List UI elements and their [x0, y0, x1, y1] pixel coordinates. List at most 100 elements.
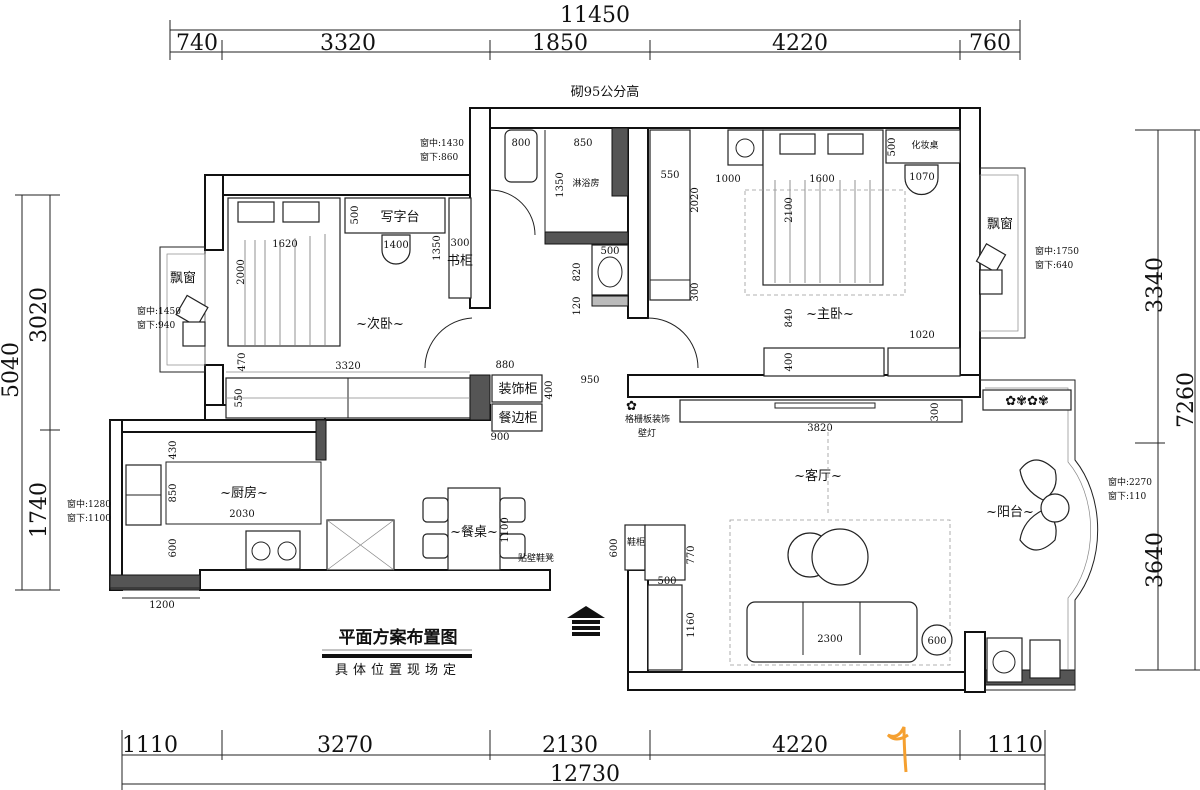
dim-1350-desk: 1350	[432, 235, 443, 260]
corridor-cabinets: 装饰柜 餐边柜 880 950 400 900	[490, 360, 599, 443]
stove	[245, 530, 301, 570]
washing-machine	[986, 637, 1023, 683]
plan-title: 平面方案布置图	[339, 627, 458, 648]
dresser	[885, 129, 961, 164]
tv-cabinet-master	[763, 347, 885, 377]
master-bedroom: 550 2020 300 1000 1600 2100 化妆桌 500 1070…	[647, 129, 961, 377]
dim-left-2: 1740	[27, 482, 52, 538]
window-5-sill: 窗下:110	[1108, 490, 1146, 502]
dim-3820: 3820	[807, 423, 832, 434]
dim-1020: 1020	[909, 330, 934, 341]
dim-470: 470	[237, 352, 248, 371]
dim-950: 950	[580, 375, 599, 386]
dim-1600: 1600	[809, 174, 834, 185]
kitchen-label: ~厨房~	[220, 485, 268, 501]
dim-bottom-4: 4220	[772, 733, 828, 758]
bathroom: 砌95公分高 窗中:1430 窗下:860 800 850 1350 淋浴房 5…	[420, 84, 639, 316]
bottom-dimensions: 1110 3270 2130 4220 1110 12730	[121, 730, 1046, 790]
dim-300-tv: 300	[930, 402, 941, 421]
right-dimensions: 3340 3640 7260	[1135, 129, 1200, 671]
dim-1000: 1000	[715, 174, 740, 185]
window-2-center: 窗中:1450	[137, 305, 181, 317]
dim-right-2: 3640	[1143, 532, 1168, 588]
dim-120: 120	[572, 296, 583, 315]
dim-400-master: 400	[784, 352, 795, 371]
balcony: ✿✾✿✾ ~阳台~ 窗中:2270 窗下:110	[982, 389, 1152, 551]
dim-600-side-table: 600	[927, 636, 946, 647]
dim-2030: 2030	[229, 509, 254, 520]
dim-550-master: 550	[660, 170, 679, 181]
window-4-center: 窗中:1280	[67, 498, 111, 510]
dim-1350-shower: 1350	[555, 172, 566, 197]
shower-label: 淋浴房	[572, 177, 599, 189]
dim-850-kitchen: 850	[168, 483, 179, 502]
bay-window-right-label: 飘窗	[987, 216, 1013, 232]
dim-3320-inner: 3320	[335, 361, 360, 372]
dim-840: 840	[784, 308, 795, 327]
wall-lamp-icon: ✿	[626, 399, 637, 414]
dining-label: ~餐桌~	[450, 524, 498, 540]
bay-window-right: 飘窗	[975, 167, 1026, 339]
top-dimensions: 11450 740 3320 1850 4220 760	[169, 3, 1021, 60]
dim-550-wardrobe: 550	[234, 388, 245, 407]
top-note: 砌95公分高	[571, 84, 640, 100]
second-bedroom-label: ~次卧~	[356, 316, 404, 332]
dim-bottom-1: 1110	[122, 733, 178, 758]
window-3-sill: 窗下:640	[1035, 259, 1073, 271]
master-bedroom-label: ~主卧~	[806, 307, 854, 322]
dim-500-basin: 500	[600, 246, 619, 257]
tv-wall-cabinet	[679, 399, 963, 423]
living-room-label: ~客厅~	[794, 468, 842, 484]
bath-door-swing	[489, 189, 536, 236]
desk	[344, 197, 446, 234]
dim-500-dresser: 500	[887, 137, 898, 156]
bookcase-label-1: 书柜	[447, 254, 473, 269]
dining-table	[447, 487, 501, 571]
dim-800: 800	[511, 138, 530, 149]
window-5-center: 窗中:2270	[1108, 476, 1152, 488]
window-1-center: 窗中:1430	[420, 137, 464, 149]
dim-2020: 2020	[690, 187, 701, 212]
dim-600-kitchen: 600	[168, 538, 179, 557]
window-2-sill: 窗下:940	[137, 319, 175, 331]
dim-2300: 2300	[817, 634, 842, 645]
left-dimensions: 5040 3020 1740	[0, 194, 60, 591]
window-4-sill: 窗下:1100	[67, 512, 111, 524]
dim-top-4: 4220	[772, 31, 828, 56]
second-bedroom: 1620 2000 写字台 500 1400 300 书柜 1350 ~次卧~ …	[225, 197, 473, 419]
wall-lamp-label-1: 格栅板装饰	[625, 413, 670, 425]
wall-lamp-label-2: 壁灯	[638, 427, 656, 439]
coffee-table	[811, 528, 869, 586]
decor-cabinet-label: 装饰柜	[498, 382, 537, 397]
dim-left-total: 5040	[0, 342, 24, 398]
balcony-inner-line	[985, 387, 1091, 670]
title-block: 平面方案布置图 具体位置现场定	[322, 627, 472, 678]
dim-right-total: 7260	[1174, 372, 1199, 428]
kitchen: 窗中:1280 窗下:1100 430 850 ~厨房~ 2030 600 12…	[67, 440, 395, 611]
balcony-label: ~阳台~	[986, 505, 1034, 520]
dim-880: 880	[495, 360, 514, 371]
bookcase	[448, 197, 472, 299]
dim-bottom-2: 3270	[317, 733, 373, 758]
dim-1620: 1620	[272, 239, 297, 250]
dim-1070: 1070	[909, 172, 934, 183]
shoe-bench-label: 贴壁鞋凳	[518, 552, 554, 564]
master-bed	[762, 129, 884, 286]
plan-subtitle: 具体位置现场定	[335, 663, 461, 678]
dining: ~餐桌~ 1100 贴壁鞋凳	[422, 487, 554, 571]
dim-820: 820	[572, 262, 583, 281]
dim-1160: 1160	[686, 612, 697, 637]
dim-top-total: 11450	[560, 3, 630, 28]
dim-900: 900	[490, 432, 509, 443]
dim-1400: 1400	[383, 240, 408, 251]
dim-top-1: 740	[176, 31, 218, 56]
dim-850: 850	[573, 138, 592, 149]
dim-bottom-3: 2130	[542, 733, 598, 758]
sofa	[746, 601, 918, 663]
sideboard-label: 餐边柜	[498, 410, 537, 426]
dim-right-1: 3340	[1143, 257, 1168, 313]
planter-icon: ✿✾✿✾	[1005, 394, 1049, 409]
watermark-logo	[886, 726, 909, 773]
